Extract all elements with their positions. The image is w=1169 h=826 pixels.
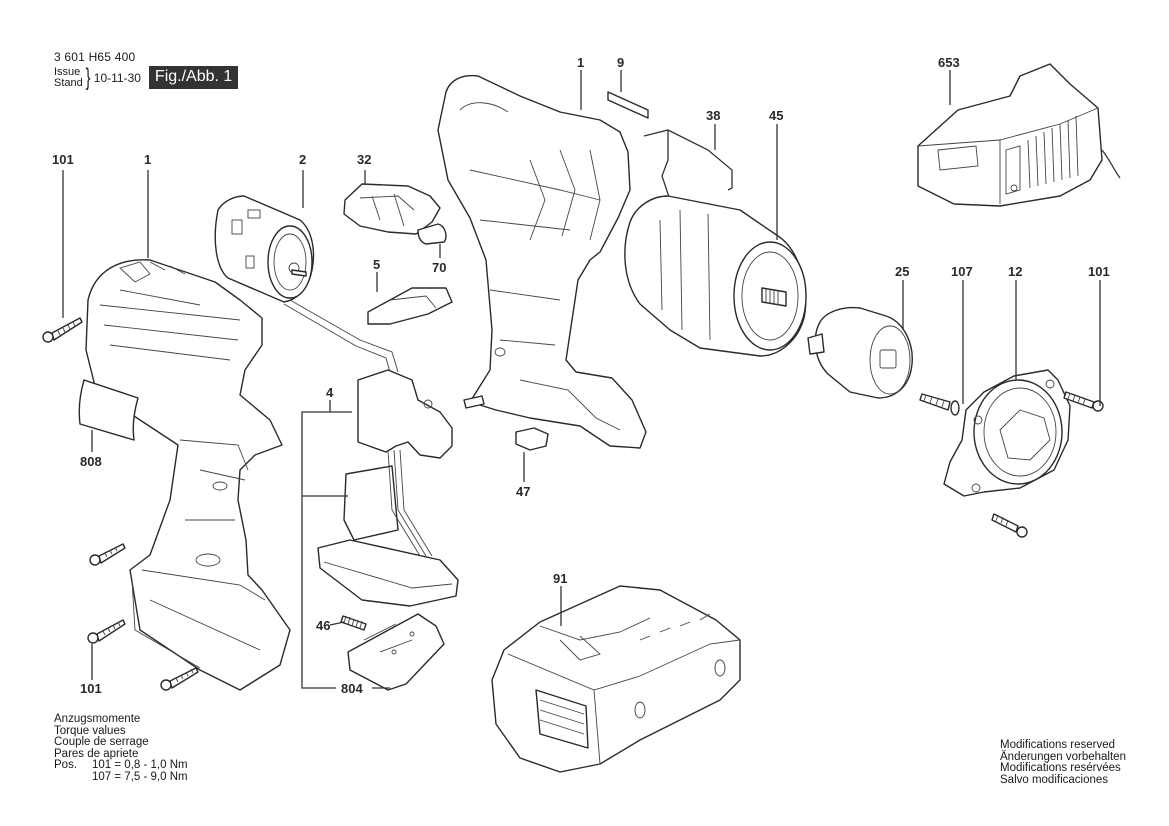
issue-labels: Issue Stand (54, 65, 83, 89)
part-slide[interactable] (367, 287, 453, 325)
label-5: 5 (373, 257, 380, 272)
drawing-header: 3 601 H65 400 Issue Stand } 10-11-30 Fig… (54, 50, 239, 91)
stand-label: Stand (54, 76, 83, 89)
part-spring[interactable] (340, 615, 367, 631)
label-808: 808 (80, 454, 102, 469)
torque-value-107: = 7,5 - 9,0 Nm (114, 770, 188, 783)
label-46: 46 (316, 618, 330, 633)
torque-pos-107: 107 (92, 770, 112, 783)
torque-row-101: Pos. 101 = 0,8 - 1,0 Nm (54, 760, 188, 772)
part-screw-101-lower[interactable] (991, 513, 1028, 538)
label-91: 91 (553, 571, 567, 586)
motor-wires (283, 299, 399, 373)
label-2: 2 (299, 152, 306, 167)
leader-lines (62, 70, 1101, 689)
part-nameplate[interactable] (78, 379, 139, 441)
torque-value-101: = 0,8 - 1,0 Nm (114, 759, 188, 772)
label-101-right: 101 (1088, 264, 1110, 279)
label-70: 70 (432, 260, 446, 275)
part-screw-101-top[interactable] (42, 317, 83, 343)
part-label-plate[interactable] (607, 91, 649, 119)
label-1-left: 1 (144, 152, 151, 167)
part-motor[interactable] (214, 195, 315, 303)
figure-badge: Fig./Abb. 1 (148, 66, 239, 89)
modifications-fr: Modifications resérvées (1000, 762, 1121, 775)
label-101-bottom: 101 (80, 681, 102, 696)
label-9: 9 (617, 55, 624, 70)
label-38: 38 (706, 108, 720, 123)
modifications-de: Änderungen vorbehalten (1000, 750, 1126, 763)
torque-title-es: Pares de apriete (54, 747, 139, 760)
part-contact-plate[interactable] (347, 613, 445, 691)
label-804: 804 (341, 681, 363, 696)
torque-values-note: Anzugsmomente Torque values Couple de se… (54, 713, 188, 784)
label-653: 653 (938, 55, 960, 70)
part-wire-spring[interactable] (643, 129, 733, 207)
torque-title-en: Torque values (54, 724, 126, 737)
part-chuck[interactable] (807, 306, 913, 399)
part-battery-pack[interactable] (491, 585, 741, 773)
label-12: 12 (1008, 264, 1022, 279)
part-switch-electronics[interactable] (317, 369, 459, 607)
part-screw-101-foot[interactable] (160, 667, 199, 691)
part-housing-left[interactable] (85, 259, 291, 691)
label-1-right: 1 (577, 55, 584, 70)
modifications-es: Salvo modificaciones (1000, 773, 1109, 786)
part-number-labels: 101 1 2 32 5 70 1 9 38 45 653 25 107 12 … (52, 55, 1110, 696)
part-screw-101-mid[interactable] (89, 543, 126, 566)
label-32: 32 (357, 152, 371, 167)
pos-label: Pos. (54, 759, 78, 772)
label-101-top: 101 (52, 152, 74, 167)
label-47: 47 (516, 484, 530, 499)
issue-label: Issue (54, 65, 81, 78)
issue-row: Issue Stand } 10-11-30 Fig./Abb. 1 (54, 63, 239, 91)
part-gearbox[interactable] (624, 195, 807, 357)
part-latch[interactable] (515, 427, 549, 451)
modifications-en: Modifications reserved (1000, 739, 1116, 751)
part-clip[interactable] (417, 223, 447, 245)
modifications-note: Modifications reserved Änderungen vorbeh… (1000, 739, 1126, 786)
label-25: 25 (895, 264, 909, 279)
part-housing-right[interactable] (437, 74, 647, 449)
part-switch-cover[interactable] (343, 183, 441, 235)
torque-title-fr: Couple de serrage (54, 736, 149, 749)
part-screw-101-bottom[interactable] (87, 619, 126, 644)
torque-title-de: Anzugsmomente (54, 713, 141, 725)
brace-symbol: } (85, 63, 91, 91)
issue-date: 10-11-30 (93, 70, 141, 85)
part-chuck-screw[interactable] (919, 393, 960, 416)
part-charger[interactable] (917, 63, 1121, 207)
torque-row-107: 107 = 7,5 - 9,0 Nm (54, 770, 188, 784)
label-107: 107 (951, 264, 973, 279)
label-4: 4 (326, 385, 334, 400)
document-number: 3 601 H65 400 (54, 50, 136, 64)
label-45: 45 (769, 108, 783, 123)
part-front-flange[interactable] (943, 369, 1071, 497)
torque-pos-101: 101 (92, 759, 112, 772)
